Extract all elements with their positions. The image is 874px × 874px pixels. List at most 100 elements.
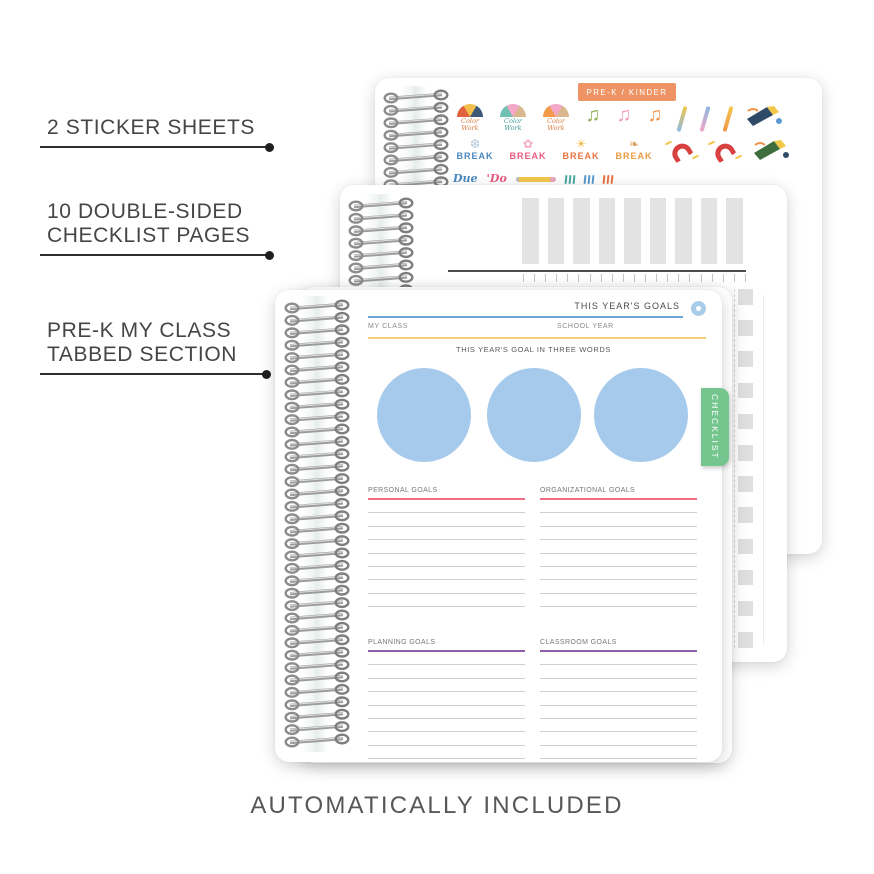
callout-line-1: PRE-K MY CLASS	[47, 319, 232, 342]
checkbox-cell	[738, 367, 753, 383]
tally-bar	[568, 174, 572, 185]
spark-icon	[707, 140, 716, 146]
section-underline	[368, 498, 525, 500]
ruled-line	[368, 665, 525, 679]
spark-icon	[664, 140, 673, 146]
sticker-row: Due 'Do	[453, 172, 813, 186]
column-tick	[523, 274, 524, 282]
section-label: CLASSROOM GOALS	[540, 639, 617, 646]
script-text-sticker: 'Do	[486, 172, 507, 185]
sticker-row: Color Work Color Work Color Work ♫ ♫ ♫	[453, 104, 813, 135]
column-tick	[622, 274, 624, 282]
color-wheel-sticker: Color Work	[539, 104, 573, 132]
music-note-icon: ♫	[647, 104, 663, 126]
my-class-field-label: MY CLASS	[368, 323, 409, 330]
ruled-line	[368, 732, 525, 746]
checklist-tab: CHECKLIST	[701, 388, 729, 466]
column-header-bar	[675, 198, 692, 264]
callout-label: 2 STICKER SHEETS	[40, 116, 280, 140]
magnet-icon	[664, 138, 700, 166]
callout-pointer-dot	[262, 369, 271, 379]
break-sticker: ❧BREAK	[612, 138, 656, 162]
tally-bar	[602, 174, 606, 185]
ruled-line	[368, 540, 525, 554]
ruled-line	[540, 527, 697, 541]
magnet-icon	[707, 138, 743, 166]
checklist-header-line	[448, 270, 746, 272]
party-horn-icon	[751, 138, 791, 169]
music-note-icon: ♫	[616, 104, 632, 126]
column-header-bar	[573, 198, 590, 264]
column-tick	[678, 274, 680, 282]
ruled-line	[540, 554, 697, 567]
callout-sticker-sheets: 2 STICKER SHEETS	[40, 116, 280, 152]
color-wheel-sticker: Color Work	[496, 104, 530, 132]
column-tick	[611, 274, 613, 282]
checkbox-cell	[738, 413, 753, 430]
column-tick	[556, 274, 558, 282]
section-ruled-lines	[540, 652, 697, 760]
ruled-line	[368, 719, 525, 733]
checkbox-cell	[738, 336, 753, 352]
pencil-icon	[515, 177, 556, 182]
column-tick	[578, 274, 580, 282]
checkbox-cell	[738, 523, 753, 539]
column-header-bar	[700, 198, 717, 264]
column-header-bar	[522, 198, 539, 264]
callout-pointer-line	[40, 369, 271, 379]
ruled-line	[540, 513, 697, 527]
section-label: PERSONAL GOALS	[368, 487, 438, 494]
column-tick	[711, 274, 713, 282]
callout-label: PRE-K MY CLASS TABBED SECTION	[40, 319, 280, 367]
checklist-tab-label: CHECKLIST	[710, 394, 720, 460]
ruled-line	[540, 567, 697, 581]
goal-circle	[487, 368, 581, 462]
callout-pointer-dot	[265, 250, 274, 260]
callout-line-2: TABBED SECTION	[47, 343, 238, 366]
callout-pointer-line	[40, 142, 274, 152]
color-wheel-icon	[500, 104, 526, 117]
tally-bar	[583, 174, 587, 185]
ruled-line	[368, 500, 525, 514]
ruled-line	[368, 527, 525, 541]
tally-bar	[572, 174, 576, 185]
checkbox-cell	[738, 600, 753, 617]
ruled-line	[540, 652, 697, 666]
break-sticker: ☀BREAK	[559, 137, 603, 162]
sticker-label: BREAK	[562, 151, 600, 161]
color-wheel-sticker: Color Work	[453, 104, 487, 132]
tally-bar	[587, 174, 591, 185]
callout-pointer-line	[40, 250, 274, 260]
color-wheel-icon	[543, 104, 569, 117]
sticker-label: Color Work	[547, 117, 565, 132]
sun-icon: ☀	[575, 137, 587, 151]
tally-bar	[610, 174, 614, 185]
sticker-label: BREAK	[615, 151, 653, 161]
ruled-line	[540, 746, 697, 760]
music-note-icon: ♫	[585, 104, 601, 126]
section-label: PLANNING GOALS	[368, 639, 436, 646]
checkbox-cell	[738, 585, 753, 601]
sparkle-pencil-icon	[722, 105, 734, 133]
checklist-column-ticks	[523, 274, 746, 282]
checkbox-cell	[738, 289, 753, 305]
checkbox-cell	[738, 305, 753, 321]
magnet-shape	[668, 139, 694, 164]
checkbox-cell	[738, 616, 753, 632]
callout-line-1: 10 DOUBLE-SIDED	[47, 200, 243, 223]
ruled-line	[540, 706, 697, 719]
checkbox-cell	[738, 320, 753, 336]
column-tick	[645, 274, 647, 282]
ruled-line	[368, 706, 525, 719]
ruled-line	[368, 594, 525, 608]
section-ruled-lines	[368, 500, 525, 608]
three-words-subtitle: THIS YEAR'S GOAL IN THREE WORDS	[456, 345, 611, 354]
checkbox-cell	[738, 476, 753, 492]
script-text-sticker: Due	[453, 172, 478, 185]
column-header-bar	[547, 198, 564, 264]
ruled-line	[368, 513, 525, 527]
column-tick	[633, 274, 635, 282]
checkbox-cell	[738, 444, 753, 461]
